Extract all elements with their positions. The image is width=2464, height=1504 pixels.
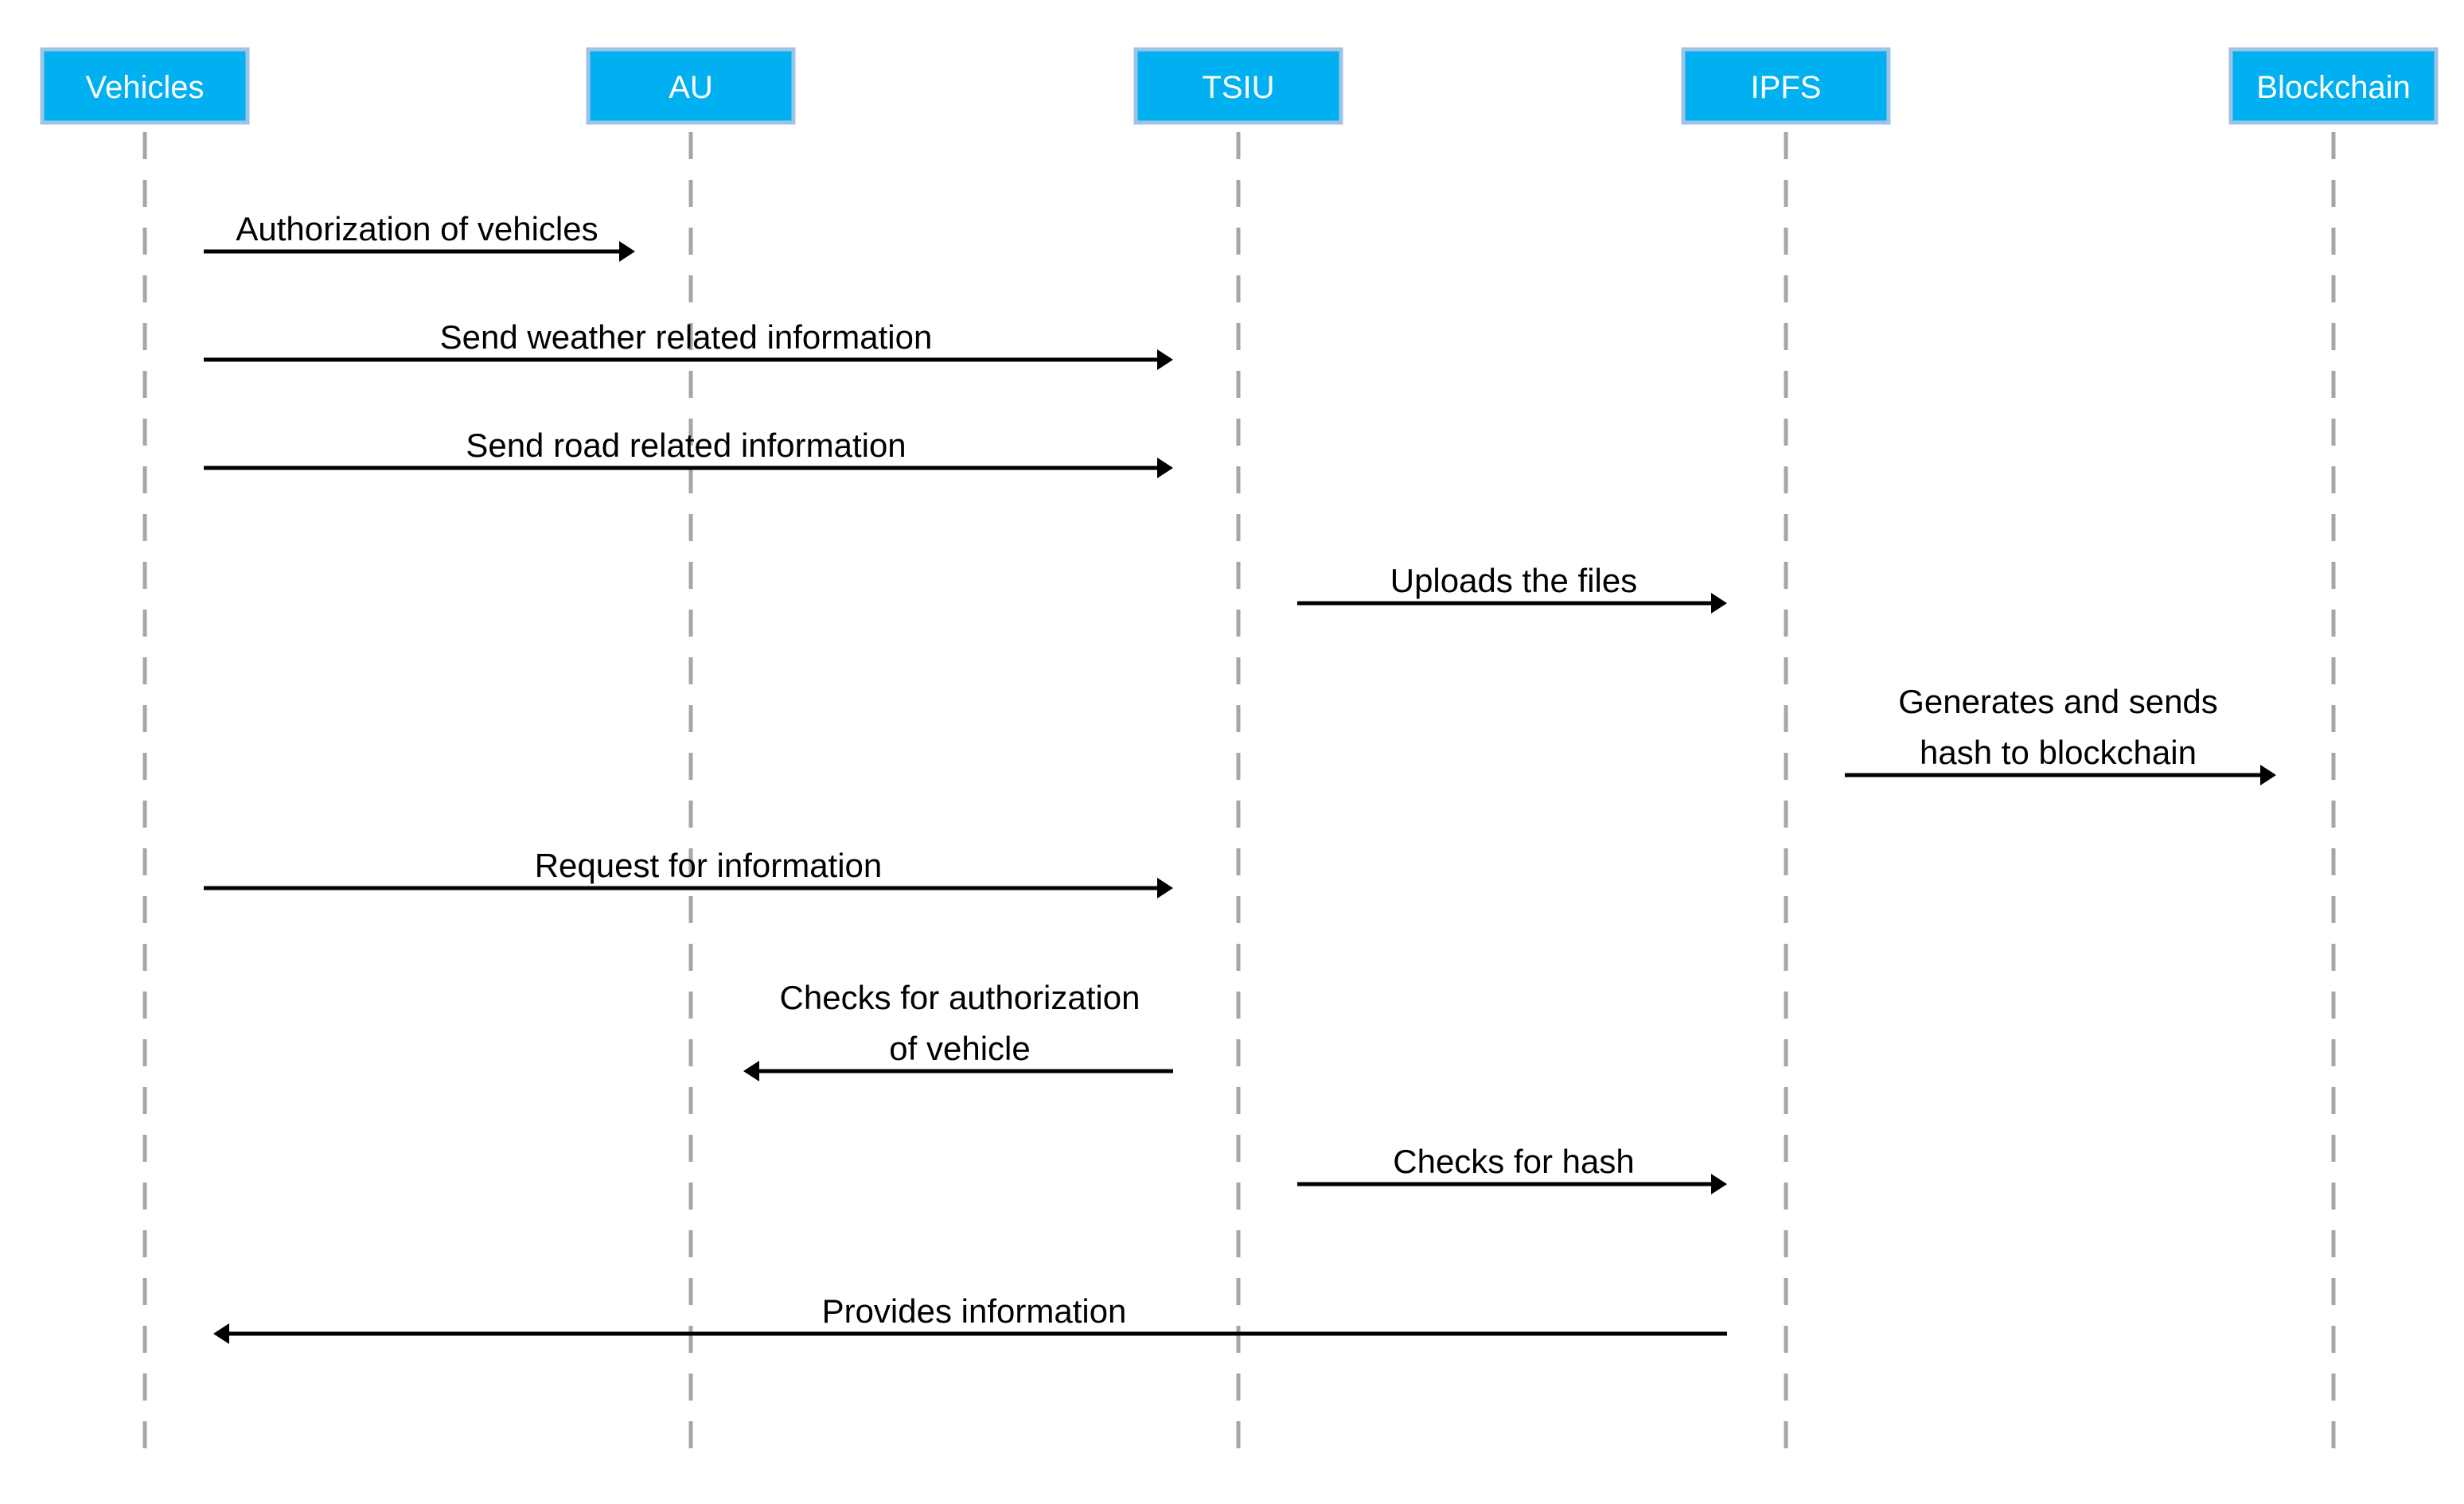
message-check-hash: Checks for hash bbox=[1297, 1143, 1727, 1194]
message-label: Checks for authorization bbox=[780, 979, 1140, 1016]
message-label: Request for information bbox=[535, 847, 883, 884]
message-label: Provides information bbox=[822, 1292, 1127, 1330]
arrowhead-icon bbox=[1157, 878, 1173, 898]
actor-blockchain: Blockchain bbox=[2228, 47, 2439, 125]
actor-box-ipfs bbox=[1681, 47, 1891, 125]
actor-box-au bbox=[586, 47, 796, 125]
actor-label-ipfs: IPFS bbox=[1751, 70, 1822, 105]
message-authorization: Authorization of vehicles bbox=[204, 210, 635, 262]
message-label: hash to blockchain bbox=[1920, 734, 2197, 771]
arrowhead-icon bbox=[1711, 1174, 1727, 1194]
arrowhead-icon bbox=[743, 1061, 759, 1081]
actor-box-vehicles bbox=[40, 47, 250, 125]
arrowhead-icon bbox=[1711, 593, 1727, 614]
message-provide: Provides information bbox=[213, 1292, 1727, 1344]
message-label: Authorization of vehicles bbox=[236, 210, 598, 247]
message-check-auth: Checks for authorization of vehicle bbox=[743, 979, 1173, 1081]
actor-box-blockchain bbox=[2228, 47, 2439, 125]
message-upload: Uploads the files bbox=[1297, 562, 1727, 614]
message-label: Uploads the files bbox=[1390, 562, 1638, 599]
message-label: Send weather related information bbox=[440, 318, 933, 356]
arrowhead-icon bbox=[619, 241, 635, 262]
actor-label-au: AU bbox=[669, 70, 713, 105]
actor-label-tsiu: TSIU bbox=[1202, 70, 1274, 105]
arrowhead-icon bbox=[2260, 765, 2276, 785]
arrowhead-icon bbox=[1157, 349, 1173, 370]
message-label: Generates and sends bbox=[1898, 683, 2218, 720]
actor-ipfs: IPFS bbox=[1681, 47, 1891, 125]
arrowhead-icon bbox=[1157, 458, 1173, 478]
message-label: of vehicle bbox=[889, 1030, 1030, 1067]
actor-tsiu: TSIU bbox=[1133, 47, 1343, 125]
actor-label-vehicles: Vehicles bbox=[86, 70, 205, 105]
message-label: Checks for hash bbox=[1393, 1143, 1634, 1180]
actor-box-tsiu bbox=[1133, 47, 1343, 125]
message-request: Request for information bbox=[204, 847, 1173, 898]
actors: Vehicles AU TSIU IPFS Blockchain bbox=[40, 47, 2439, 125]
actor-au: AU bbox=[586, 47, 796, 125]
actor-label-blockchain: Blockchain bbox=[2256, 70, 2410, 105]
message-weather: Send weather related information bbox=[204, 318, 1173, 370]
actor-vehicles: Vehicles bbox=[40, 47, 250, 125]
message-label: Send road related information bbox=[466, 427, 906, 464]
arrowhead-icon bbox=[213, 1323, 229, 1344]
message-hash: Generates and sends hash to blockchain bbox=[1845, 683, 2276, 785]
message-road: Send road related information bbox=[204, 427, 1173, 478]
